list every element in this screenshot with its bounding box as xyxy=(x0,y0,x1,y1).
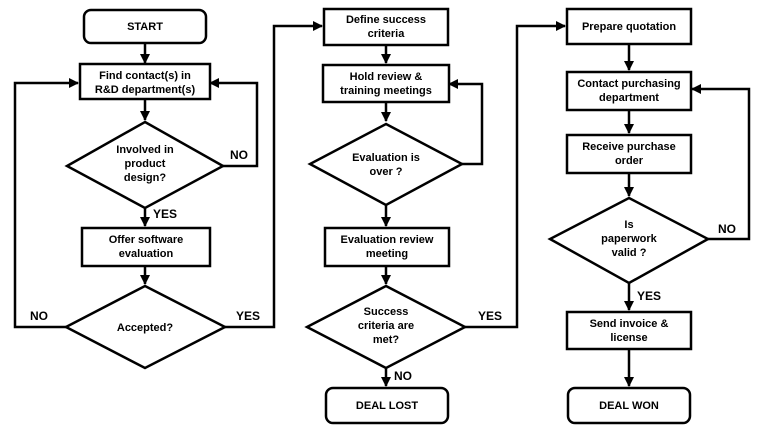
node-find-contacts-line-1: Find contact(s) in xyxy=(99,70,191,82)
node-evaluation-review-line-1: Evaluation review xyxy=(341,234,434,246)
node-deal-won-line-1: DEAL WON xyxy=(599,400,659,412)
connectors xyxy=(13,21,751,387)
node-contact-purchasing-line-1: Contact purchasing xyxy=(577,78,680,90)
arrow-involved-no xyxy=(209,78,259,168)
node-offer-evaluation-line-1: Offer software xyxy=(109,234,184,246)
node-prepare-quotation-line-1: Prepare quotation xyxy=(582,21,676,33)
label-criteria-yes: YES xyxy=(478,309,502,323)
node-contact-purchasing: Contact purchasing department xyxy=(565,70,693,112)
decision-accepted-line-1: Accepted? xyxy=(117,322,174,334)
label-accepted-no: NO xyxy=(30,309,48,323)
decision-paperwork-valid-line-1: Is xyxy=(624,219,633,231)
label-accepted-yes: YES xyxy=(236,309,260,323)
node-deal-lost: DEAL LOST xyxy=(324,386,450,425)
decision-involved: Involved in product design? xyxy=(64,120,226,210)
node-contact-purchasing-line-2: department xyxy=(599,92,659,104)
node-find-contacts: Find contact(s) in R&D department(s) xyxy=(78,62,212,101)
decision-criteria-met-line-3: met? xyxy=(373,334,400,346)
decision-paperwork-valid-line-3: valid ? xyxy=(612,247,647,259)
node-offer-evaluation: Offer software evaluation xyxy=(80,226,212,268)
arrow-evalover-loop xyxy=(448,79,484,166)
arrow-paperwork-no xyxy=(691,84,751,241)
node-define-criteria: Define success criteria xyxy=(322,7,450,47)
decision-involved-line-2: product xyxy=(125,158,166,170)
node-define-criteria-line-2: criteria xyxy=(368,28,406,40)
decision-criteria-met-line-2: criteria are xyxy=(358,320,414,332)
node-hold-review: Hold review & training meetings xyxy=(321,63,451,104)
node-send-invoice-line-1: Send invoice & xyxy=(590,318,669,330)
decision-paperwork-valid-line-2: paperwork xyxy=(601,233,658,245)
arrow-criteria-yes xyxy=(465,21,566,329)
label-involved-yes: YES xyxy=(153,207,177,221)
decision-involved-line-3: design? xyxy=(124,172,166,184)
node-start-line-1: START xyxy=(127,21,163,33)
label-criteria-no: NO xyxy=(394,369,412,383)
node-find-contacts-line-2: R&D department(s) xyxy=(95,84,196,96)
arrow-accepted-no xyxy=(13,78,79,329)
label-paperwork-yes: YES xyxy=(637,289,661,303)
node-send-invoice: Send invoice & license xyxy=(565,310,693,351)
decision-evaluation-over: Evaluation is over ? xyxy=(307,122,465,207)
node-deal-lost-line-1: DEAL LOST xyxy=(356,400,418,412)
node-receive-order-line-1: Receive purchase xyxy=(582,141,676,153)
decision-involved-line-1: Involved in xyxy=(116,144,174,156)
node-evaluation-review: Evaluation review meeting xyxy=(323,226,451,268)
decision-evaluation-over-line-2: over ? xyxy=(369,166,402,178)
node-deal-won: DEAL WON xyxy=(566,386,692,425)
node-hold-review-line-1: Hold review & xyxy=(350,71,423,83)
decision-evaluation-over-line-1: Evaluation is xyxy=(352,152,420,164)
node-offer-evaluation-line-2: evaluation xyxy=(119,248,174,260)
label-paperwork-no: NO xyxy=(718,222,736,236)
decision-paperwork-valid: Is paperwork valid ? xyxy=(547,196,711,285)
node-evaluation-review-line-2: meeting xyxy=(366,248,408,260)
node-receive-order: Receive purchase order xyxy=(565,133,693,175)
decision-criteria-met-line-1: Success xyxy=(364,306,409,318)
node-hold-review-line-2: training meetings xyxy=(340,85,432,97)
node-define-criteria-line-1: Define success xyxy=(346,14,426,26)
node-start: START xyxy=(82,8,208,45)
label-involved-no: NO xyxy=(230,148,248,162)
node-prepare-quotation: Prepare quotation xyxy=(565,7,693,46)
arrow-accepted-yes xyxy=(225,21,323,329)
node-receive-order-line-2: order xyxy=(615,155,644,167)
decision-accepted: Accepted? xyxy=(63,284,228,370)
node-send-invoice-line-2: license xyxy=(610,332,647,344)
decision-criteria-met: Success criteria are met? xyxy=(304,284,468,370)
